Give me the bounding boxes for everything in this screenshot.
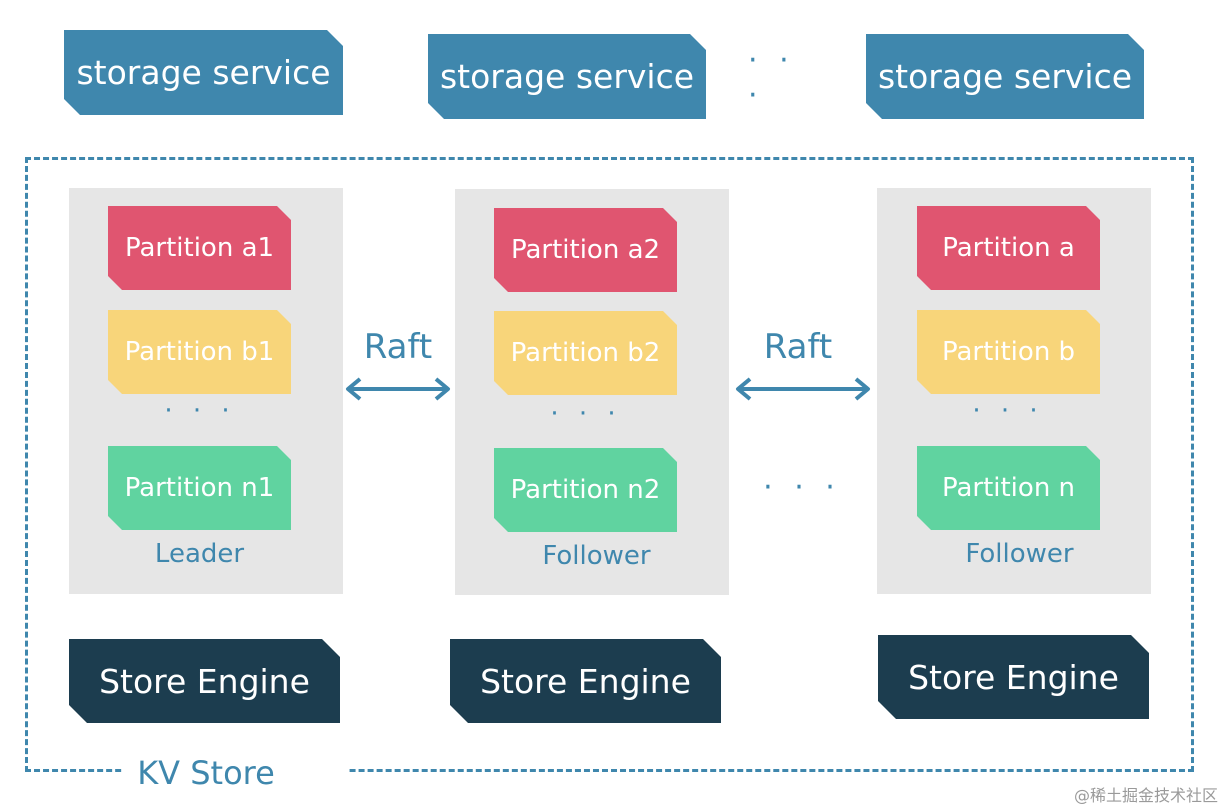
storage-service-box-1: storage service: [64, 30, 343, 115]
services-ellipsis: · · ·: [748, 43, 795, 113]
partition-a-label-1: Partition a1: [124, 233, 275, 263]
double-headed-arrow-icon: [346, 377, 450, 401]
kv-store-label-background: [122, 750, 348, 800]
double-headed-arrow-icon: [736, 377, 870, 401]
partition-n-label-1: Partition n1: [124, 473, 275, 503]
middle-ellipsis: · · ·: [763, 469, 841, 505]
partition-ellipsis-2: · · ·: [550, 399, 622, 429]
kv-store-container: [25, 157, 1194, 772]
partition-n-box-2: Partition n2: [494, 448, 677, 532]
partition-a-box-2: Partition a2: [494, 208, 677, 292]
kv-store-label: KV Store: [137, 754, 275, 792]
partition-b-label-3: Partition b: [941, 337, 1076, 367]
store-engine-box-3: Store Engine: [878, 635, 1149, 719]
partition-a-label-3: Partition a: [942, 233, 1075, 263]
node-role-1: Leader: [154, 539, 245, 569]
partition-b-label-1: Partition b1: [124, 337, 275, 367]
storage-service-label-2: storage service: [439, 57, 695, 96]
partition-b-box-3: Partition b: [917, 310, 1100, 394]
raft-label-1: Raft: [363, 327, 433, 367]
partition-ellipsis-3: · · ·: [972, 396, 1044, 426]
watermark: @稀土掘金技术社区: [1073, 786, 1218, 805]
partition-ellipsis-1: · · ·: [164, 396, 236, 426]
store-engine-label-1: Store Engine: [99, 661, 310, 701]
store-engine-box-2: Store Engine: [450, 639, 721, 723]
store-engine-label-3: Store Engine: [908, 657, 1119, 697]
raft-label-2: Raft: [763, 327, 833, 367]
partition-a-box-3: Partition a: [917, 206, 1100, 290]
storage-service-box-3: storage service: [866, 34, 1144, 119]
partition-a-box-1: Partition a1: [108, 206, 291, 290]
partition-b-box-1: Partition b1: [108, 310, 291, 394]
partition-b-label-2: Partition b2: [510, 338, 661, 368]
node-role-2: Follower: [542, 541, 651, 571]
node-role-3: Follower: [965, 539, 1074, 569]
partition-n-box-3: Partition n: [917, 446, 1100, 530]
storage-service-label-3: storage service: [877, 57, 1133, 96]
storage-service-label-1: storage service: [76, 53, 331, 92]
partition-b-box-2: Partition b2: [494, 311, 677, 395]
store-engine-label-2: Store Engine: [480, 661, 691, 701]
partition-a-label-2: Partition a2: [510, 235, 661, 265]
storage-service-box-2: storage service: [428, 34, 706, 119]
partition-n-label-2: Partition n2: [510, 475, 661, 505]
partition-n-label-3: Partition n: [941, 473, 1076, 503]
store-engine-box-1: Store Engine: [69, 639, 340, 723]
partition-n-box-1: Partition n1: [108, 446, 291, 530]
